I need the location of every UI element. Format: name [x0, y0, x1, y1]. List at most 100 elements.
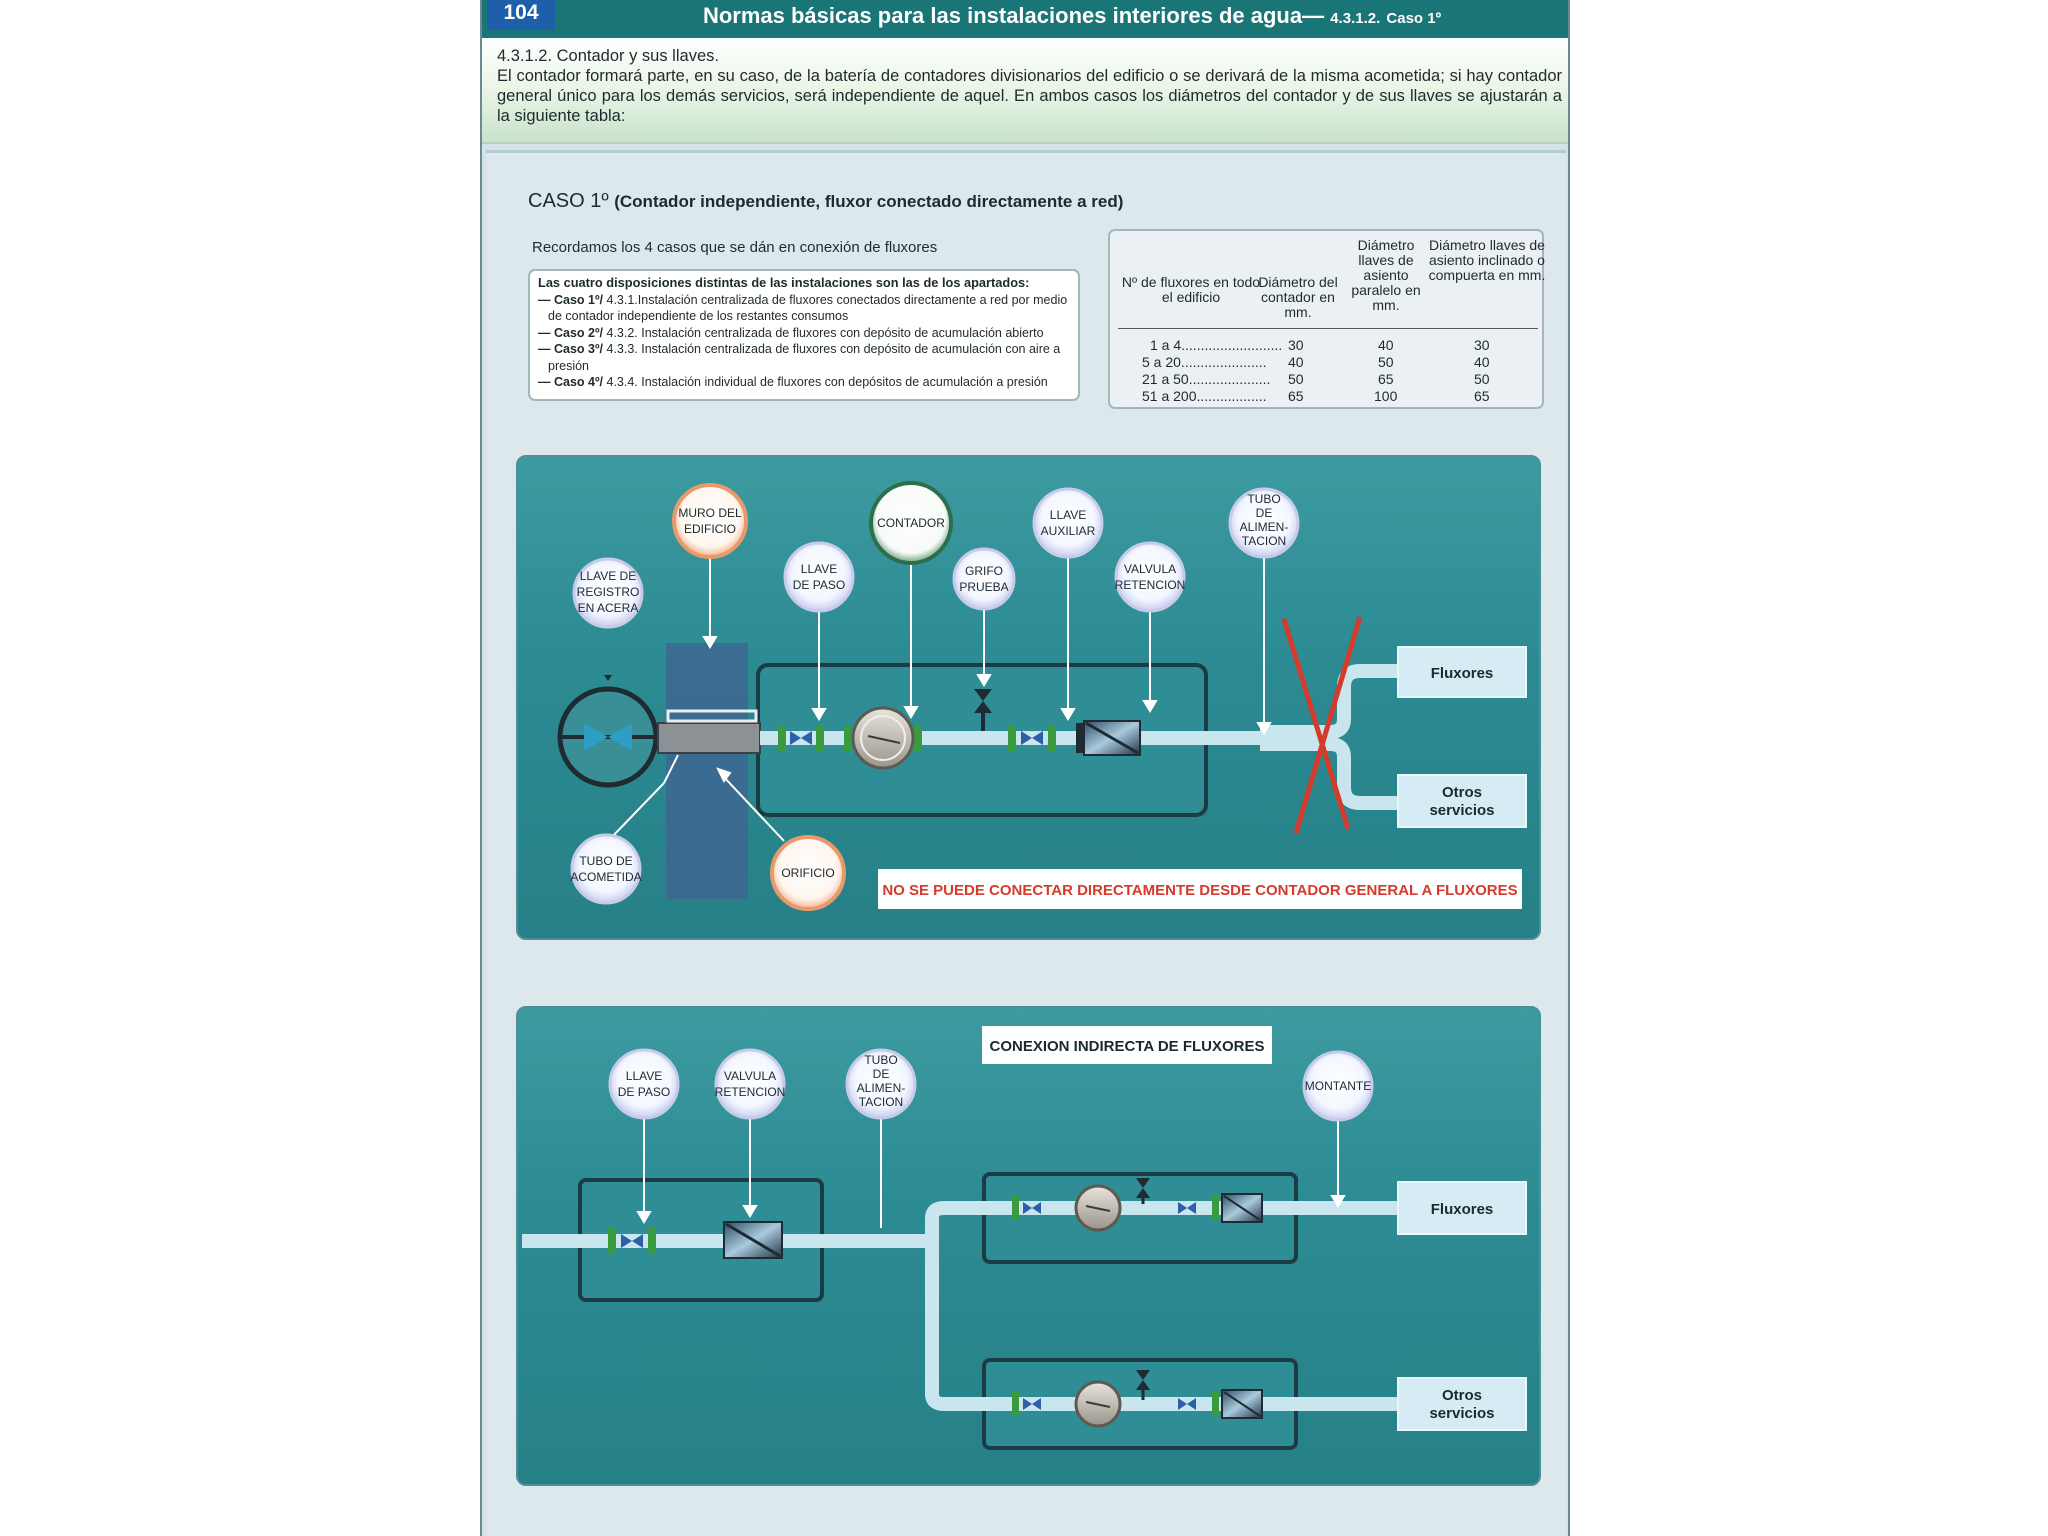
callout-llave-registro: LLAVE DE REGISTRO EN ACERA — [572, 557, 644, 629]
table-rule — [1118, 328, 1538, 329]
pipe-to-fluxores — [1260, 664, 1398, 739]
intro-body: El contador formará parte, en su caso, d… — [497, 67, 1562, 125]
cases-heading: Las cuatro disposiciones distintas de la… — [538, 275, 1030, 290]
callout-tubo-alimentacion: TUBO DE ALIMEN- TACION — [845, 1048, 917, 1120]
callout-montante: MONTANTE — [1302, 1050, 1374, 1122]
caso-panel: CASO 1º (Contador independiente, fluxor … — [486, 150, 1566, 1536]
indirect-title-banner — [982, 1026, 1272, 1064]
callout-muro-edificio: MURO DEL EDIFICIO — [672, 483, 748, 559]
diagram-indirect-connection: CONEXION INDIRECTA DE FLUXORES — [516, 1006, 1541, 1486]
callout-tubo-acometida: TUBO DE ACOMETIDA — [570, 833, 642, 905]
warning-text: NO SE PUEDE CONECTAR DIRECTAMENTE DESDE … — [882, 882, 1517, 899]
table-cell: 50 — [1378, 354, 1394, 370]
fluxores-box — [1397, 646, 1527, 698]
svg-text:TACION: TACION — [859, 1095, 903, 1109]
header-title: Normas básicas para las instalaciones in… — [702, 3, 1442, 28]
svg-text:RETENCION: RETENCION — [1115, 578, 1186, 592]
table-cell: 51 a 200.................. — [1142, 388, 1267, 404]
fluxores-box — [1397, 1181, 1527, 1235]
svg-text:EN ACERA: EN ACERA — [578, 601, 639, 615]
warning-banner — [878, 869, 1522, 909]
svg-text:ALIMEN-: ALIMEN- — [1240, 520, 1289, 534]
table-cell: 5 a 20...................... — [1142, 354, 1267, 370]
svg-text:TACION: TACION — [1242, 534, 1286, 548]
table-cell: 100 — [1374, 388, 1398, 404]
otros-label: servicios — [1429, 802, 1494, 819]
caso-subtitle: (Contador independiente, fluxor conectad… — [614, 192, 1124, 211]
callout-tubo-alimentacion: TUBO DE ALIMEN- TACION — [1228, 487, 1300, 559]
pipe-fluxores — [925, 1201, 1398, 1241]
svg-text:PRUEBA: PRUEBA — [959, 580, 1008, 594]
svg-text:RETENCION: RETENCION — [715, 1085, 786, 1099]
otros-label: servicios — [1429, 1405, 1494, 1422]
pipe-to-otros — [1260, 737, 1398, 810]
header-case: Caso 1º — [1386, 10, 1442, 27]
manual-page: 104 Normas básicas para las instalacione… — [480, 0, 1570, 1536]
otros-servicios-box — [1397, 1377, 1527, 1431]
svg-text:ACOMETIDA: ACOMETIDA — [570, 870, 641, 884]
case-row: — Caso 2º/ 4.3.2. Instalación centraliza… — [538, 325, 1044, 340]
svg-text:TUBO DE: TUBO DE — [579, 854, 632, 868]
page-number: 104 — [487, 0, 555, 30]
table-cell: 40 — [1378, 337, 1394, 353]
callout-llave-paso: LLAVE DE PASO — [783, 541, 855, 613]
svg-text:CONTADOR: CONTADOR — [877, 516, 945, 530]
svg-text:DE PASO: DE PASO — [793, 578, 845, 592]
diagram-direct-connection: Fluxores Otros servicios — [516, 455, 1541, 940]
svg-text:DE: DE — [1256, 506, 1273, 520]
svg-text:DE PASO: DE PASO — [618, 1085, 670, 1099]
case-row: — Caso 4º/ 4.3.4. Instalación individual… — [538, 375, 1048, 389]
pipe-otros — [925, 1241, 1398, 1411]
case-row: — Caso 3º/ 4.3.3. Instalación centraliza… — [538, 342, 1061, 373]
table-cell: 65 — [1288, 388, 1304, 404]
callout-llave-auxiliar: LLAVE AUXILIAR — [1032, 487, 1104, 559]
fluxores-label: Fluxores — [1431, 665, 1494, 682]
table-cell: 50 — [1288, 371, 1304, 387]
svg-text:MONTANTE: MONTANTE — [1305, 1079, 1371, 1093]
case-row: — Caso 1º/ 4.3.1.Instalación centralizad… — [538, 292, 1068, 324]
table-cell: 30 — [1288, 337, 1304, 353]
cases-box: Las cuatro disposiciones distintas de la… — [528, 269, 1080, 401]
svg-text:TUBO: TUBO — [864, 1053, 897, 1067]
table-cell: 30 — [1474, 337, 1490, 353]
callout-llave-paso: LLAVE DE PASO — [608, 1048, 680, 1120]
table-header: Diámetro llaves de asiento inclinado o c… — [1428, 237, 1546, 283]
acometida-pipe — [657, 722, 761, 754]
intro-heading: 4.3.1.2. Contador y sus llaves. — [497, 47, 719, 65]
svg-text:VALVULA: VALVULA — [724, 1069, 776, 1083]
table-cell: 40 — [1474, 354, 1490, 370]
table-cell: 65 — [1474, 388, 1490, 404]
table-header: Nº de fluxores en todo el edificio — [1121, 274, 1261, 305]
recall-text: Recordamos los 4 casos que se dán en con… — [532, 239, 938, 256]
svg-text:TUBO: TUBO — [1247, 492, 1280, 506]
callout-orificio: ORIFICIO — [770, 835, 846, 911]
table-cell: 40 — [1288, 354, 1304, 370]
svg-text:MURO DEL: MURO DEL — [678, 506, 742, 520]
svg-text:ORIFICIO: ORIFICIO — [781, 866, 834, 880]
svg-text:EDIFICIO: EDIFICIO — [684, 522, 736, 536]
svg-text:LLAVE: LLAVE — [1050, 508, 1086, 522]
cross-mark — [1281, 618, 1351, 830]
table-header: Diámetro llaves de asiento paralelo en m… — [1351, 237, 1421, 313]
table-header: Diámetro del contador en mm. — [1258, 274, 1338, 320]
svg-text:VALVULA: VALVULA — [1124, 562, 1176, 576]
table-cell: 50 — [1474, 371, 1490, 387]
otros-label: Otros — [1442, 1387, 1482, 1404]
svg-text:LLAVE: LLAVE — [626, 1069, 662, 1083]
callout-grifo-prueba: GRIFO PRUEBA — [952, 547, 1016, 611]
svg-text:LLAVE DE: LLAVE DE — [580, 569, 636, 583]
svg-text:ALIMEN-: ALIMEN- — [857, 1081, 906, 1095]
table-cell: 21 a 50..................... — [1142, 371, 1271, 387]
diameter-table: Nº de fluxores en todo el edificio Diáme… — [1108, 229, 1546, 409]
table-cell: 1 a 4.......................... — [1150, 337, 1283, 353]
svg-text:LLAVE: LLAVE — [801, 562, 837, 576]
otros-label: Otros — [1442, 784, 1482, 801]
svg-text:AUXILIAR: AUXILIAR — [1041, 524, 1096, 538]
header-section: 4.3.1.2. — [1330, 10, 1381, 27]
building-wall — [666, 643, 748, 899]
svg-text:GRIFO: GRIFO — [965, 564, 1003, 578]
caso-title: CASO 1º (Contador independiente, fluxor … — [528, 190, 1124, 212]
svg-text:DE: DE — [873, 1067, 890, 1081]
callout-contador: CONTADOR — [869, 481, 953, 565]
svg-text:REGISTRO: REGISTRO — [577, 585, 640, 599]
